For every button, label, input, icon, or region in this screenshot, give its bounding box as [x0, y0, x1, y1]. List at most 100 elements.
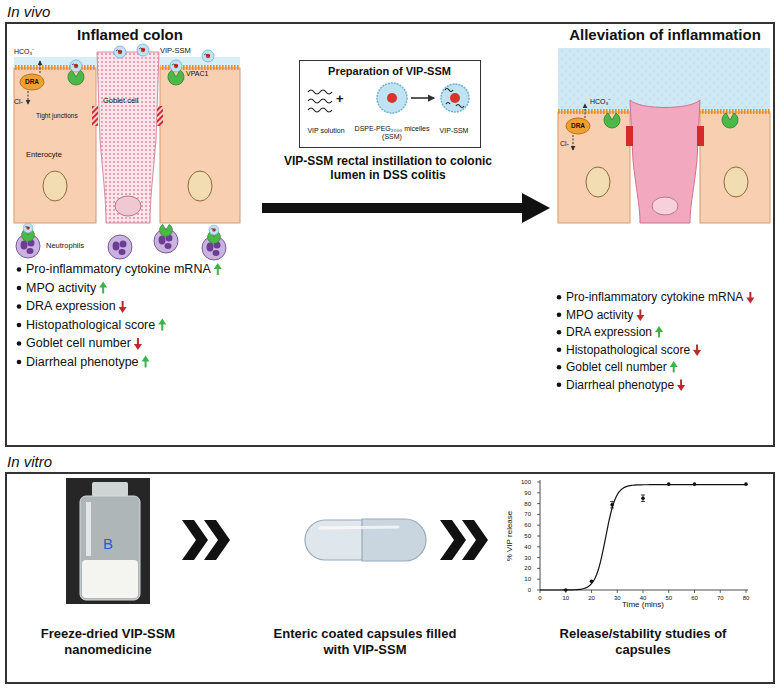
enterocyte [558, 112, 630, 223]
panel-title: In vitro [7, 453, 52, 471]
transporter-label: DRA [20, 78, 44, 86]
outcome-item: Pro-inflammatory cytokine mRNA [566, 290, 743, 304]
thick-mucus [558, 48, 770, 112]
arrow-head [158, 319, 166, 325]
data-point [693, 482, 697, 486]
step-caption: Freeze-dried VIP-SSM nanomedicine [18, 626, 198, 657]
tick-mark [537, 503, 540, 504]
vial-marking: B [103, 535, 113, 553]
vip-peptide [308, 90, 332, 94]
tick-mark [694, 590, 695, 593]
neutrophil [108, 235, 132, 259]
process-arrow [411, 97, 434, 99]
error-bar [641, 495, 645, 501]
axis-tick-label: 90 [515, 489, 531, 497]
axis-tick-label: 40 [635, 594, 651, 602]
axis-tick-label: 30 [515, 554, 531, 562]
increase-arrow [670, 361, 678, 372]
outcome-item: Pro-inflammatory cytokine mRNA [26, 262, 211, 277]
data-point [564, 588, 568, 592]
cell-nucleus [188, 171, 212, 201]
axis-tick-label: 70 [712, 594, 728, 602]
axis-tick-label: 80 [515, 500, 531, 508]
outcome-item: Goblet cell number [566, 360, 667, 374]
receptor-label: VPAC1 [186, 70, 208, 78]
bullet-dot [17, 323, 22, 328]
tick-mark [537, 579, 540, 580]
error-whisker [610, 501, 614, 507]
tick-mark [643, 590, 644, 593]
chevron [462, 520, 488, 560]
step-label: VIP-SSM rectal instillation to colonic l… [268, 154, 508, 183]
axis-tick-label: 60 [687, 594, 703, 602]
tick-mark [668, 590, 669, 593]
arrow-head [693, 350, 701, 356]
data-point [667, 482, 671, 486]
increase-arrow [655, 326, 663, 337]
outcome-item: MPO activity [26, 281, 96, 296]
tight-junction [626, 126, 633, 146]
ion-arrow [40, 61, 41, 73]
y-axis [540, 480, 541, 590]
arrow-shaft [122, 301, 124, 308]
vial-neck [92, 482, 128, 497]
decrease-arrow [119, 301, 127, 313]
ion-label: Cl- [560, 140, 569, 148]
tick-mark [537, 568, 540, 569]
tick-mark [537, 525, 540, 526]
capsule-cap [362, 519, 426, 561]
vip-ssm-particle [70, 60, 82, 72]
capsule-body [305, 520, 368, 560]
outcome-item: Histopathological score [566, 343, 690, 357]
arrow-shaft [145, 361, 147, 368]
goblet-nucleus [115, 196, 141, 216]
arrow-head [670, 361, 678, 367]
dra-transporter [566, 118, 590, 134]
axis-tick-label: 10 [558, 594, 574, 602]
treatment-arrow [262, 193, 550, 223]
particle-label: VIP-SSM [160, 46, 191, 55]
panel-heading: Inflamed colon [60, 26, 200, 44]
ion-label: HCO₃⁻ [590, 98, 610, 106]
vpac1-receptor [722, 113, 738, 128]
ion-arrow [573, 135, 574, 150]
vip-peptide [445, 89, 464, 108]
ion-arrow [585, 104, 586, 118]
freeze-dried-powder [82, 560, 138, 598]
decrease-arrow [677, 380, 685, 391]
release-chart [537, 480, 748, 593]
tick-mark [537, 546, 540, 547]
tight-junction [697, 126, 704, 146]
cell-label: Neutrophils [46, 241, 84, 250]
enterocyte [700, 112, 770, 223]
bullet-dot [557, 295, 562, 300]
bullet-dot [557, 312, 562, 317]
arrow-shaft [161, 324, 163, 331]
increase-arrow [99, 282, 107, 294]
outcome-item: Diarrheal phenotype [566, 378, 674, 392]
tick-mark [537, 536, 540, 537]
ssm-micelle [377, 83, 407, 113]
glass-highlight [86, 502, 91, 556]
vip-peptide [308, 108, 332, 112]
enterocyte [14, 68, 96, 223]
decrease-arrow [693, 345, 701, 356]
axis-tick-label: 60 [515, 521, 531, 529]
cell-nucleus [586, 167, 610, 197]
photo-background [66, 478, 150, 604]
error-bar [610, 501, 614, 507]
panel-heading: Alleviation of inflammation [560, 26, 770, 44]
arrow-head [99, 282, 107, 288]
micelle-core [450, 93, 460, 103]
ion-arrow [28, 91, 29, 104]
dynamic-marks [17, 263, 755, 593]
vip-ssm-particle [209, 225, 219, 235]
vip-ssm-particle [23, 223, 33, 233]
vip-ssm-particle [441, 84, 469, 112]
arrow-head [746, 297, 754, 303]
axis-tick-label: 0 [532, 594, 548, 602]
tick-mark [537, 557, 540, 558]
vip-ssm-particle [137, 44, 149, 56]
cell-nucleus [43, 171, 67, 201]
component-label: VIP-SSM [432, 127, 476, 135]
